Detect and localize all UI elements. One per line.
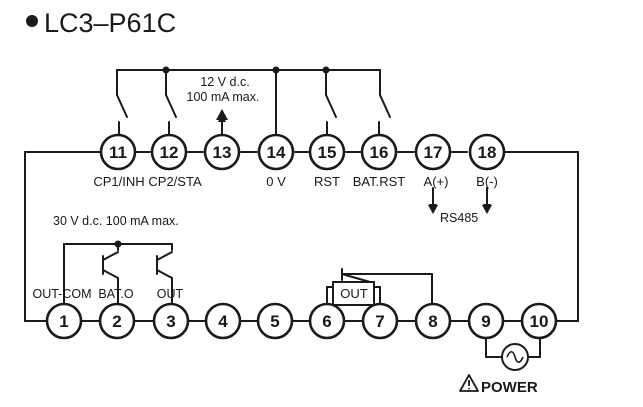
terminal-2: 2 (98, 302, 136, 340)
terminal-number: 18 (478, 143, 497, 162)
terminal-4: 4 (204, 302, 242, 340)
terminal-circle (152, 302, 190, 340)
terminal-number: 13 (213, 143, 232, 162)
terminal-circle (204, 302, 242, 340)
terminal-9: 9 (467, 302, 505, 340)
terminal-6: 6 (308, 302, 346, 340)
terminal-circle (414, 302, 452, 340)
rs485-a-arrow-icon (428, 205, 438, 214)
terminal-label-18: B(-) (476, 174, 498, 189)
terminal-label-11: CP1/INH (93, 174, 144, 189)
terminal-circle (257, 133, 295, 171)
terminal-1: 1 (45, 302, 83, 340)
junction-dot (322, 66, 330, 74)
ac-source-icon (501, 343, 529, 371)
rs485-label: RS485 (440, 211, 478, 225)
terminal-12: 12 (150, 133, 188, 171)
terminal-circle (256, 302, 294, 340)
terminal-number: 6 (322, 312, 331, 331)
terminal-18: 18 (468, 133, 506, 171)
output-rating-note: 30 V d.c. 100 mA max. (53, 214, 179, 228)
terminal-circle (414, 133, 452, 171)
terminal-number: 11 (109, 143, 127, 162)
junction-dot (114, 240, 122, 248)
terminal-circle (467, 302, 505, 340)
terminal-5: 5 (256, 302, 294, 340)
supply-note-line1: 12 V d.c. (200, 75, 249, 89)
terminal-11: 11 (99, 133, 137, 171)
terminal-number: 7 (375, 312, 384, 331)
relay-out-label: OUT (340, 286, 368, 301)
terminal-label-12: CP2/STA (148, 174, 202, 189)
rs485-b-arrow-icon (482, 205, 492, 214)
terminal-13: 13 (203, 133, 241, 171)
terminal-number: 10 (530, 312, 549, 331)
terminal-circle (520, 302, 558, 340)
terminal-number: 1 (59, 312, 68, 331)
terminal-14: 14 (257, 133, 295, 171)
terminal-number: 4 (218, 312, 228, 331)
terminal-label-3: OUT (157, 287, 184, 301)
bottom-terminal-row: 1 OUT-COM 2 BAT.O 3 OUT 4 5 6 7 8 9 10 (32, 287, 558, 340)
junction-dot (162, 66, 170, 74)
terminal-number: 9 (481, 312, 490, 331)
terminal-circle (468, 133, 506, 171)
terminal-circle (361, 302, 399, 340)
terminal-number: 16 (370, 143, 389, 162)
terminal-circle (308, 133, 346, 171)
warning-triangle-icon (459, 374, 479, 392)
terminal-17: 17 (414, 133, 452, 171)
terminal-number: 12 (160, 143, 179, 162)
model-title: LC3–P61C (44, 8, 176, 38)
terminal-number: 15 (318, 143, 337, 162)
terminal-label-1: OUT-COM (32, 287, 91, 301)
terminal-16: 16 (360, 133, 398, 171)
terminal-8: 8 (414, 302, 452, 340)
terminal-number: 14 (267, 143, 286, 162)
terminal-label-16: BAT.RST (353, 174, 406, 189)
terminal-circle (98, 302, 136, 340)
terminal-circle (360, 133, 398, 171)
terminal-number: 2 (112, 312, 121, 331)
terminal-circle (150, 133, 188, 171)
supply-arrow-icon (216, 109, 228, 120)
terminal-label-17: A(+) (424, 174, 449, 189)
title-bullet (26, 15, 38, 27)
terminal-circle (45, 302, 83, 340)
terminal-15: 15 (308, 133, 346, 171)
terminal-number: 17 (424, 143, 443, 162)
terminal-label-14: 0 V (266, 174, 286, 189)
supply-note-line2: 100 mA max. (187, 90, 260, 104)
terminal-number: 5 (270, 312, 279, 331)
terminal-10: 10 (520, 302, 558, 340)
junction-dot (272, 66, 280, 74)
terminal-circle (308, 302, 346, 340)
terminal-label-15: RST (314, 174, 340, 189)
power-label: POWER (481, 379, 538, 396)
terminal-7: 7 (361, 302, 399, 340)
terminal-circle (203, 133, 241, 171)
terminal-circle (99, 133, 137, 171)
terminal-number: 3 (166, 312, 175, 331)
relay-out-box (332, 281, 375, 306)
terminal-label-2: BAT.O (98, 287, 133, 301)
terminal-3: 3 (152, 302, 190, 340)
terminal-number: 8 (428, 312, 437, 331)
